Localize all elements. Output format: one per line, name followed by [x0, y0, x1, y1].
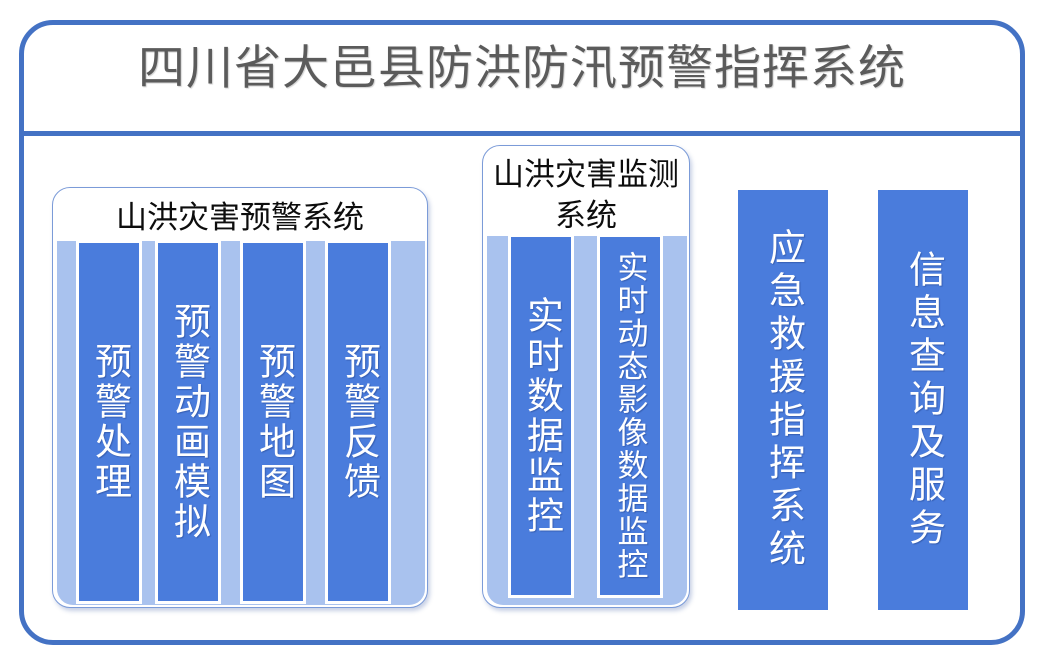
module-warning-map[interactable]: 预警地图	[240, 240, 306, 604]
module-info-query-and-service[interactable]: 信息查询及服务	[878, 190, 968, 610]
header-divider	[24, 131, 1025, 136]
module-realtime-dynamic-image-data-monitoring[interactable]: 实时动态影像数据监控	[597, 234, 663, 598]
module-warning-processing[interactable]: 预警处理	[76, 240, 142, 604]
module-warning-animation-simulation[interactable]: 预警动画模拟	[155, 240, 221, 604]
module-label: 信息查询及服务	[902, 249, 944, 551]
module-label: 预警反馈	[337, 342, 379, 502]
module-emergency-rescue-command-system[interactable]: 应急救援指挥系统	[738, 190, 828, 610]
module-label: 实时动态影像数据监控	[612, 251, 648, 581]
module-label: 预警地图	[252, 342, 294, 502]
module-label: 预警动画模拟	[167, 302, 209, 542]
panel-monitor-title: 山洪灾害监测系统	[493, 157, 679, 233]
module-label: 应急救援指挥系统	[762, 228, 804, 572]
module-label: 预警处理	[88, 342, 130, 502]
module-label: 实时数据监控	[520, 296, 562, 536]
panel-warning-title: 山洪灾害预警系统	[116, 200, 364, 235]
module-realtime-data-monitoring[interactable]: 实时数据监控	[508, 234, 574, 598]
page-title: 四川省大邑县防洪防汛预警指挥系统	[138, 41, 906, 94]
module-warning-feedback[interactable]: 预警反馈	[325, 240, 391, 604]
